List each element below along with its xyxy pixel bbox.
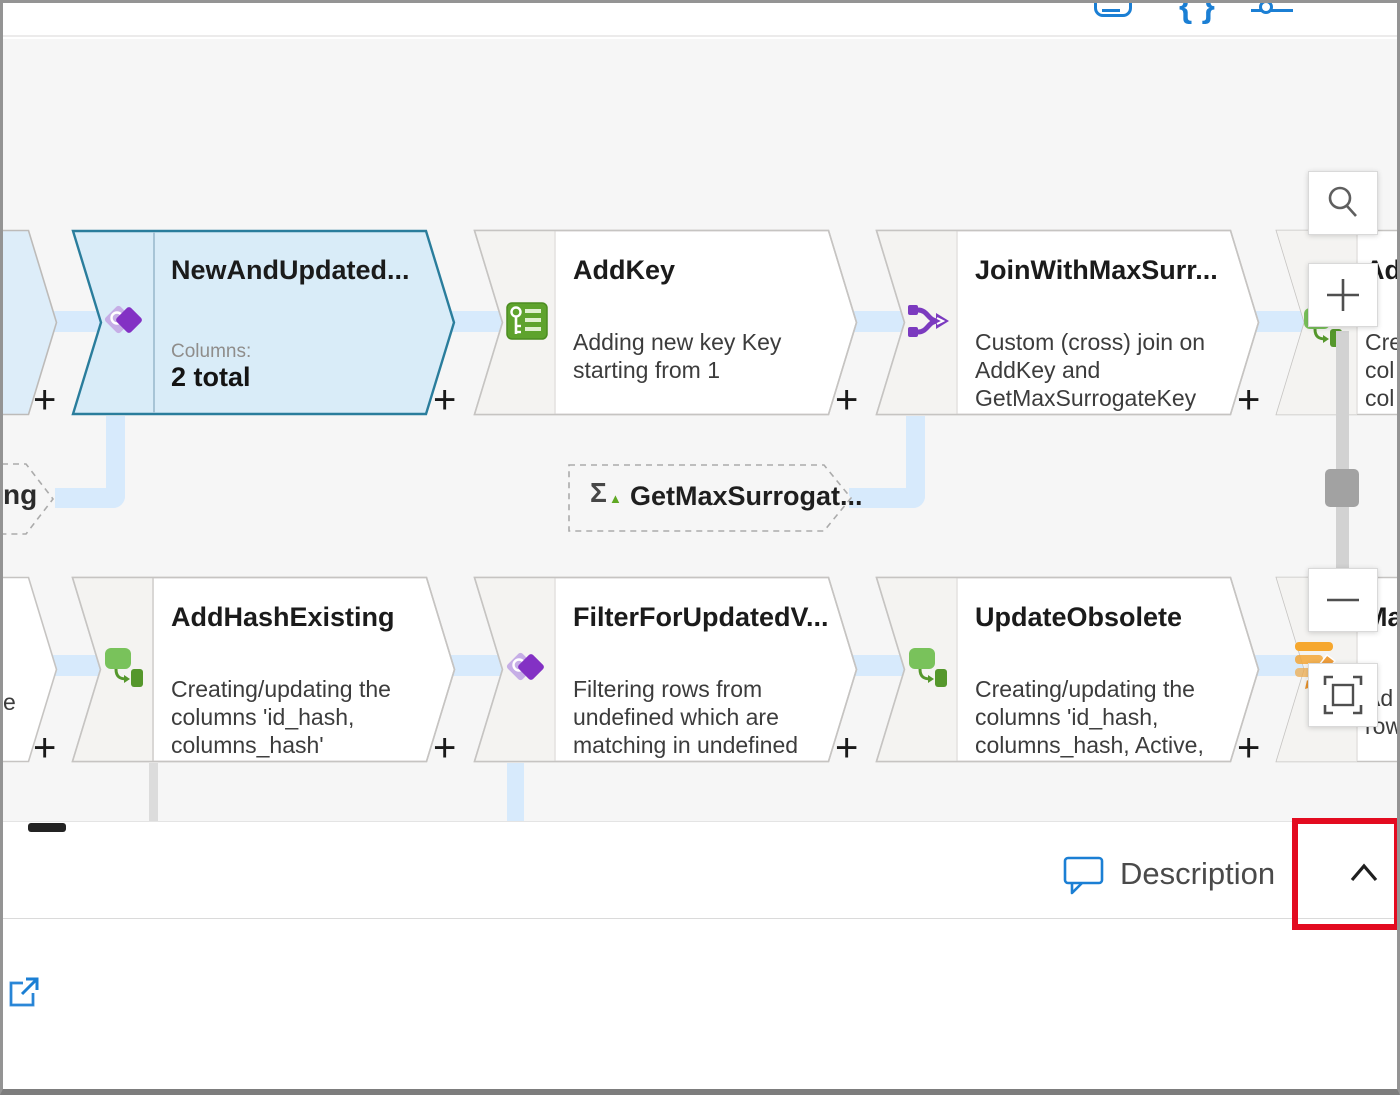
join-icon	[906, 298, 952, 344]
add-transformation-button[interactable]: +	[33, 378, 57, 422]
derived-column-icon	[906, 645, 952, 691]
node-title: UpdateObsolete	[975, 602, 1183, 632]
connector-elbow	[906, 416, 925, 508]
search-button[interactable]	[1308, 171, 1378, 235]
exists-icon	[504, 645, 550, 691]
transformation-node-filterforupdated[interactable]: FilterForUpdatedV... Filtering rows from…	[473, 576, 858, 763]
open-in-new-window-icon	[9, 977, 39, 1007]
aggregate-icon: Σ	[590, 477, 607, 508]
fit-to-screen-icon	[1323, 675, 1363, 715]
connector-edge	[41, 311, 107, 332]
ghost-node-title: GetMaxSurrogat...	[630, 481, 863, 511]
add-transformation-button[interactable]: +	[835, 378, 859, 422]
transformation-node-updateobsolete[interactable]: UpdateObsolete Creating/updating the col…	[875, 576, 1260, 763]
transformation-node-partial-left-bottom[interactable]: e	[3, 576, 58, 763]
clipboard-icon[interactable]	[1094, 3, 1132, 17]
connector-stub	[507, 763, 524, 821]
node-description: e	[3, 689, 16, 715]
connector-edge	[851, 655, 911, 676]
topbar: { }	[3, 3, 1397, 37]
add-transformation-button[interactable]: +	[433, 726, 457, 770]
canvas-hscrollbar-thumb[interactable]	[28, 823, 66, 832]
node-title: FilterForUpdatedV...	[573, 602, 829, 632]
chevron-up-icon	[1350, 863, 1378, 882]
connector-elbow	[849, 488, 925, 508]
plus-icon	[1327, 279, 1359, 311]
connector-elbow	[55, 488, 125, 508]
add-transformation-button[interactable]: +	[1237, 726, 1261, 770]
ghost-node-getmaxsurrogate[interactable]: Σ ▲ GetMaxSurrogat...	[568, 464, 863, 532]
node-description: Filtering rows from undefined which are …	[573, 676, 799, 763]
zoom-out-button[interactable]	[1308, 568, 1378, 632]
aggregate-icon-triangle: ▲	[609, 491, 622, 506]
description-bar: Description	[3, 821, 1397, 919]
node-description: Adding new key Key starting from 1	[573, 329, 782, 383]
node-description: Cre col col M	[1365, 329, 1397, 416]
node-title: AddHashExisting	[171, 602, 395, 632]
node-meta-label: Columns:	[171, 341, 252, 362]
transformation-node-partial-left-top[interactable]	[3, 229, 58, 416]
comment-icon	[1063, 856, 1104, 895]
fit-to-screen-button[interactable]	[1308, 663, 1378, 727]
transformation-node-newandupdated[interactable]: NewAndUpdated... Columns: 2 total	[71, 229, 456, 416]
minus-icon	[1327, 598, 1359, 602]
add-transformation-button[interactable]: +	[433, 378, 457, 422]
braces-icon[interactable]: { }	[1179, 3, 1215, 25]
zoom-slider-handle[interactable]	[1325, 469, 1359, 507]
add-transformation-button[interactable]: +	[33, 726, 57, 770]
connector-stub	[149, 763, 158, 821]
exists-icon	[102, 298, 148, 344]
derived-column-icon	[102, 645, 148, 691]
collapse-description-button[interactable]	[1341, 854, 1387, 896]
connector-elbow	[106, 416, 125, 508]
ghost-node-left-label: ng	[3, 479, 38, 510]
dataflow-canvas[interactable]: NewAndUpdated... Columns: 2 total	[3, 39, 1397, 821]
transformation-node-joinwithmaxsurr[interactable]: JoinWithMaxSurr... Custom (cross) join o…	[875, 229, 1260, 416]
clipboard-icon-detail	[1102, 9, 1120, 12]
connector-edge	[449, 655, 509, 676]
connector-edge	[41, 655, 107, 676]
surrogate-key-icon	[504, 298, 550, 344]
search-icon	[1328, 186, 1357, 217]
zoom-slider-track[interactable]	[1336, 331, 1349, 571]
transformation-node-addkey[interactable]: AddKey Adding new key Key starting from …	[473, 229, 858, 416]
description-label: Description	[1120, 856, 1276, 891]
connector-edge	[449, 311, 509, 332]
add-transformation-button[interactable]: +	[835, 726, 859, 770]
ghost-node-left[interactable]	[3, 463, 55, 535]
add-transformation-button[interactable]: +	[1237, 378, 1261, 422]
node-title: AddKey	[573, 255, 676, 285]
transformation-node-addhashexisting[interactable]: AddHashExisting Creating/updating the co…	[71, 576, 456, 763]
description-panel-content	[3, 919, 1397, 1089]
toggle-icon-knob	[1259, 3, 1273, 14]
zoom-in-button[interactable]	[1308, 263, 1378, 327]
node-title: NewAndUpdated...	[171, 255, 410, 285]
node-title: JoinWithMaxSurr...	[975, 255, 1218, 285]
node-meta-value: 2 total	[171, 362, 251, 392]
node-description: Creating/updating the columns 'id_hash, …	[171, 676, 391, 758]
open-in-new-window-button[interactable]	[7, 975, 41, 1009]
connector-edge	[851, 311, 911, 332]
node-description: Creating/updating the columns 'id_hash, …	[975, 676, 1204, 763]
node-description: Custom (cross) join on AddKey and GetMax…	[975, 329, 1206, 411]
connector-edge	[1251, 311, 1311, 332]
